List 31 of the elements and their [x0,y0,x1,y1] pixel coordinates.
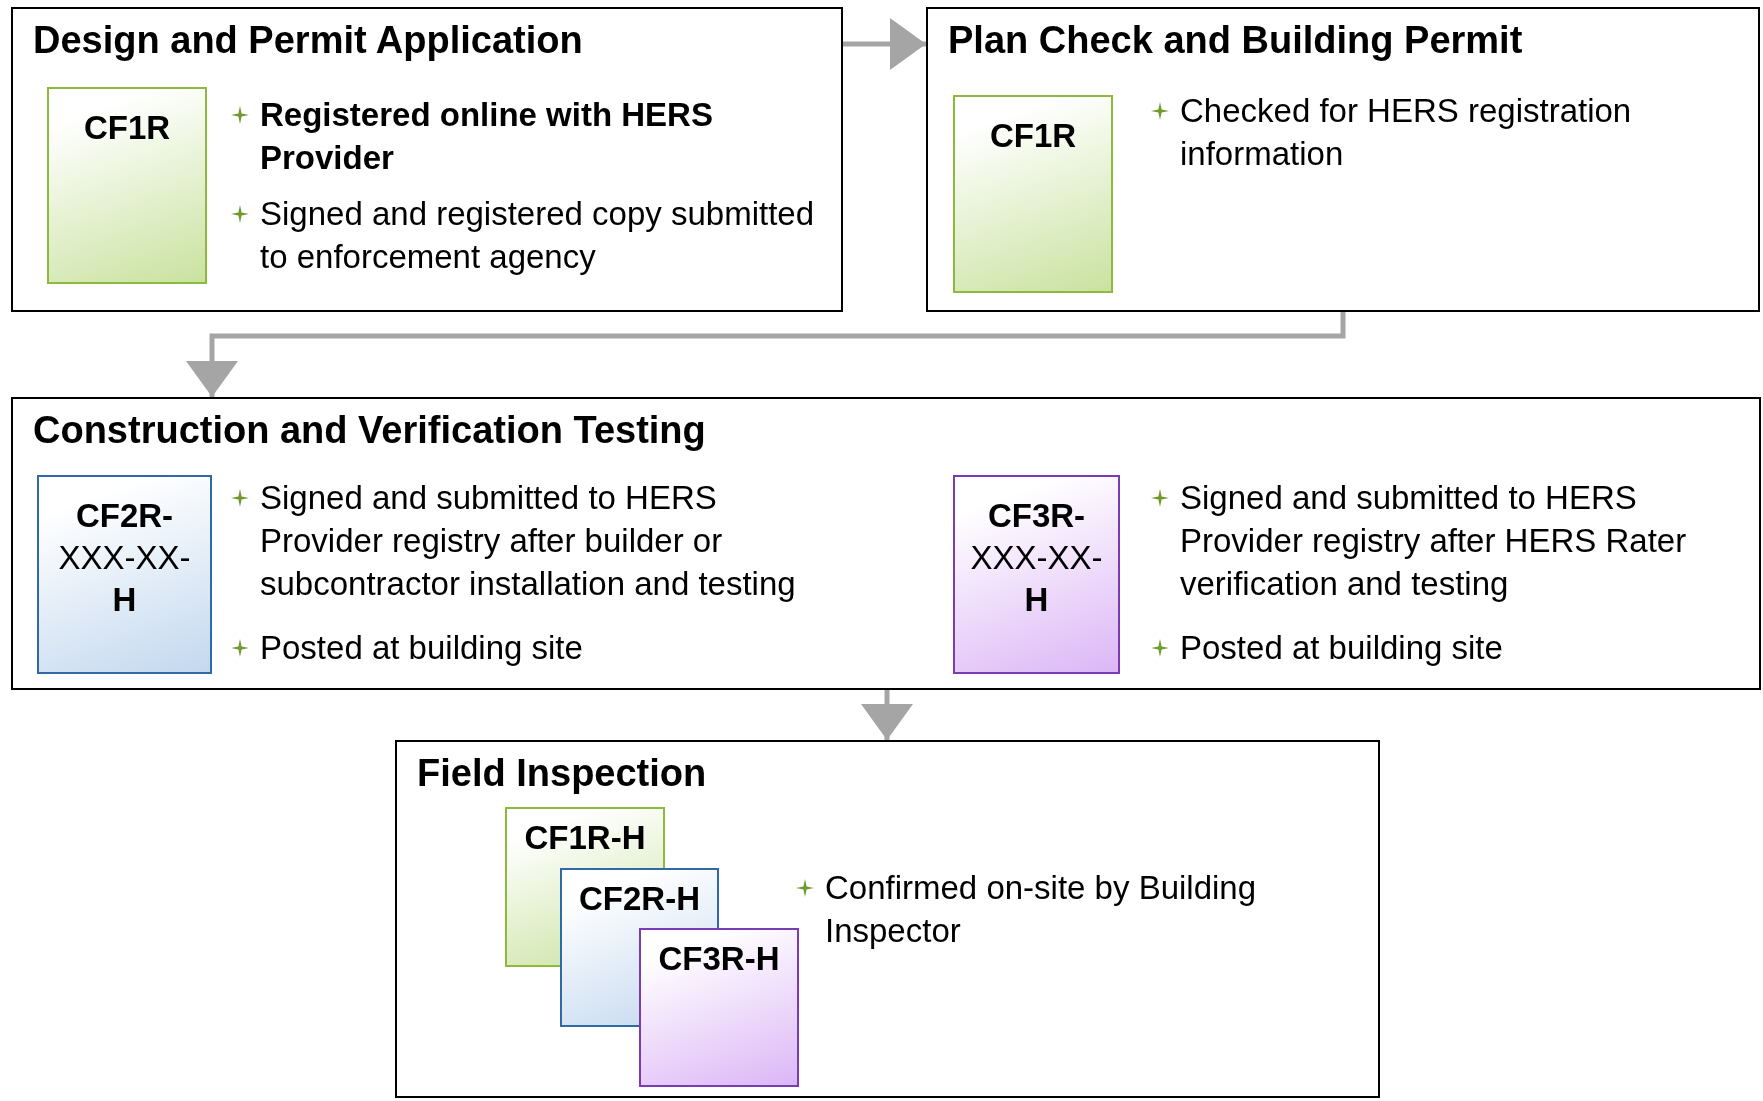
bullet-text: Confirmed on-site by Building Inspector [825,868,1258,951]
form-code: CF1R-H [523,818,647,858]
form-code: CF2R-H [578,879,701,919]
form-code: CF1R [82,108,172,148]
form-code: CF3R- XXX-XX- H [969,496,1104,620]
form-document [639,928,799,1087]
stage-heading: Design and Permit Application [33,19,583,62]
bullet-text: Posted at building site [260,628,584,668]
stage-heading: Field Inspection [417,752,707,795]
stage-panel [11,397,1761,690]
arrow [186,312,1346,397]
stage-heading: Plan Check and Building Permit [948,19,1523,62]
form-document [953,95,1113,293]
form-document [953,475,1120,674]
arrow [843,18,926,70]
bullet-text: Registered online with HERS Provider [260,95,714,178]
form-document [37,475,212,674]
arrow [861,690,913,740]
stage-panel [395,740,1380,1098]
bullet-text: Signed and submitted to HERS Provider registry after builder or subcontractor installation and testing [260,478,797,604]
form-document [47,87,207,284]
bullet-text: Signed and registered copy submitted to enforcement agency [260,194,815,277]
stage-heading: Construction and Verification Testing [33,409,706,452]
bullet-text: Checked for HERS registration information [1180,91,1633,174]
stage-panel [926,7,1760,312]
bullet-text: Posted at building site [1180,628,1504,668]
form-code: CF1R [988,116,1078,156]
form-code: CF3R-H [657,939,781,979]
form-code: CF2R- XXX-XX- H [57,496,192,620]
stage-panel [11,7,843,312]
bullet-text: Signed and submitted to HERS Provider registry after HERS Rater verification and testing [1180,478,1688,604]
